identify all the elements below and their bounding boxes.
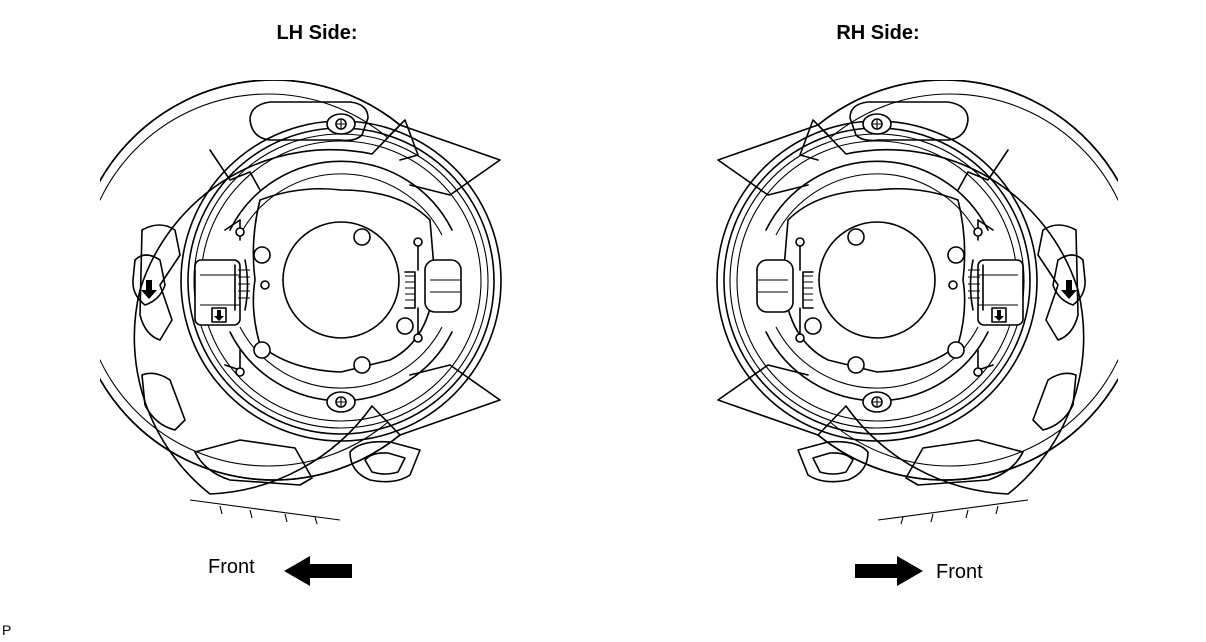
front-arrow-right-icon (855, 556, 923, 586)
rh-front-label: Front (936, 561, 983, 583)
lh-side-title: LH Side: (276, 22, 358, 44)
lh-brake-assembly-illustration (100, 80, 502, 525)
page-id: P (2, 622, 12, 638)
rh-side-title: RH Side: (836, 22, 920, 44)
lh-front-label: Front (208, 556, 255, 578)
rh-brake-assembly-illustration (716, 80, 1118, 525)
front-arrow-left-icon (284, 556, 352, 586)
